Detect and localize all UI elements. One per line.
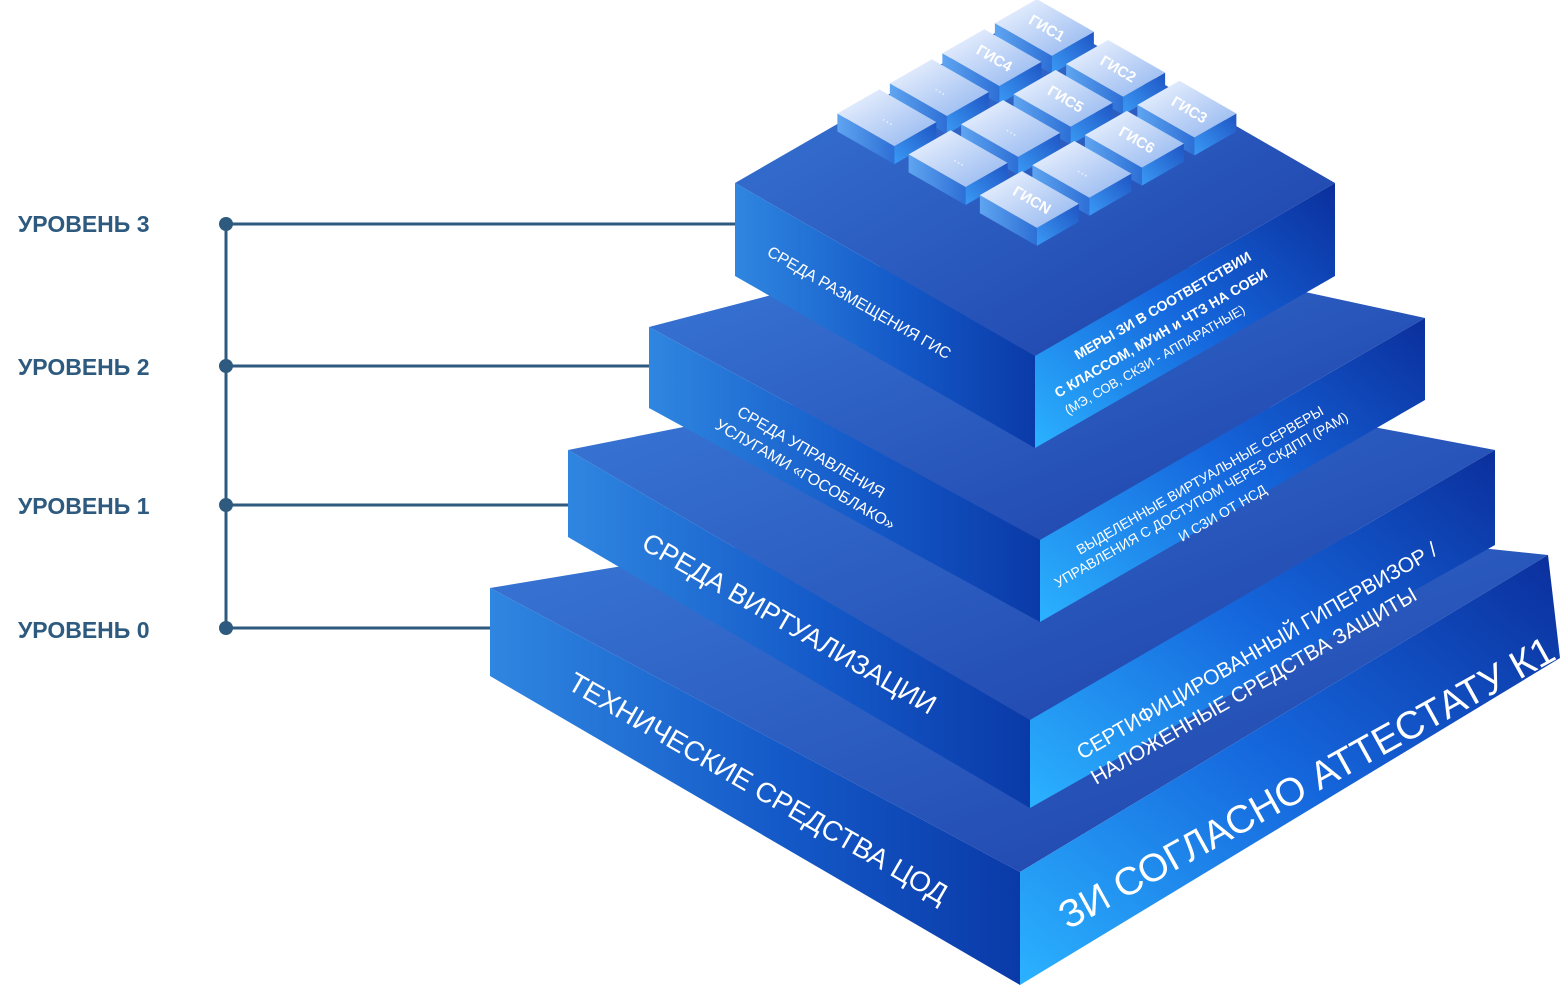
gis-tile: ГИС4 (942, 29, 1042, 104)
connector-dot-level-1 (219, 498, 233, 512)
gis-tile-top-face (1013, 70, 1113, 127)
gis-tile-top-face (961, 100, 1061, 157)
gis-tile-right-face (894, 122, 937, 165)
gis-tile-right-face (1070, 102, 1113, 145)
level-label-2: УРОВЕНЬ 2 (18, 354, 150, 380)
level-connectors (219, 217, 735, 635)
gis-tile-top-face (908, 130, 1008, 188)
gis-tile-right-face (1036, 203, 1079, 246)
gis-tile-right-face (946, 91, 989, 135)
connector-dot-level-3 (219, 217, 233, 231)
level-label-3: УРОВЕНЬ 3 (18, 211, 150, 237)
gis-tile-right-face (1018, 132, 1061, 175)
gis-tile: ГИС5 (1013, 70, 1113, 145)
gis-tile-right-face (999, 61, 1042, 104)
gis-tile: ... (837, 89, 937, 165)
gis-tile-top-face (1084, 110, 1184, 168)
gis-tile: ГИСN (979, 171, 1079, 246)
tier-3-left-face (735, 183, 1035, 448)
level-label-0: УРОВЕНЬ 0 (18, 617, 150, 643)
level-labels: УРОВЕНЬ 3 УРОВЕНЬ 2 УРОВЕНЬ 1 УРОВЕНЬ 0 (18, 211, 150, 643)
gis-tile-top-face (994, 0, 1094, 56)
tier-0-right-face (1020, 555, 1560, 985)
gis-tiles-grid: ГИС1ГИС2ГИС3ГИС4ГИС5ГИС6...............Г… (837, 0, 1237, 246)
gis-tile-right-face (965, 162, 1008, 206)
gis-tile-right-face (1089, 173, 1132, 216)
gis-tile-top-face (979, 171, 1079, 228)
gis-tile-left-face (979, 195, 1037, 246)
connector-dot-level-0 (219, 621, 233, 635)
gis-tile: ГИС1 (994, 0, 1094, 74)
gis-tile-top-face (1066, 39, 1166, 97)
gis-tile-left-face (837, 113, 895, 165)
gis-tile-right-face (1194, 113, 1237, 156)
tier-2-right-face (1040, 318, 1425, 622)
gis-tile: ... (908, 130, 1008, 206)
tier-3-right-face (1035, 183, 1335, 448)
gis-tile-right-face (1123, 72, 1166, 115)
gis-tile-top-face (1032, 140, 1132, 198)
tier-1-left-face (568, 450, 1030, 808)
gis-tile-top-face (1137, 80, 1237, 138)
gis-tile-right-face (1051, 31, 1094, 74)
gis-tile: ГИС6 (1084, 110, 1184, 186)
gis-tile: ... (961, 100, 1061, 175)
connector-dot-level-2 (219, 359, 233, 373)
level-label-1: УРОВЕНЬ 1 (18, 493, 150, 519)
gis-tile-top-face (889, 59, 989, 117)
gis-tile-top-face (942, 29, 1042, 86)
gis-tile-top-face (837, 89, 937, 147)
tier-0-left-face (490, 588, 1020, 985)
gis-tile-right-face (1141, 143, 1184, 186)
gis-tile-left-face (908, 154, 966, 206)
tier-1-right-face (1030, 450, 1495, 808)
tier-2-left-face (649, 327, 1040, 622)
